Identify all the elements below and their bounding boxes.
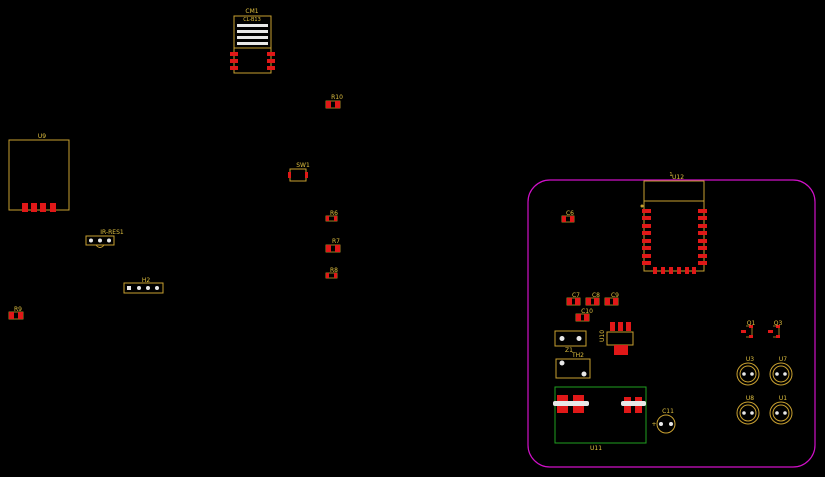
component-u12[interactable]: U12 1 bbox=[640, 172, 708, 274]
component-r10[interactable]: R10 bbox=[325, 94, 343, 109]
label-u11: U11 bbox=[590, 445, 602, 452]
label-u10: U10 bbox=[599, 330, 606, 342]
label-u9: U9 bbox=[38, 133, 46, 140]
label-r7: R7 bbox=[332, 238, 340, 245]
component-u8[interactable]: U8 bbox=[736, 395, 760, 425]
component-u7[interactable]: U7 bbox=[769, 356, 793, 386]
component-r7[interactable]: R7 bbox=[325, 238, 341, 253]
label-u12: U12 bbox=[672, 174, 684, 181]
component-th2[interactable]: TH2 bbox=[555, 352, 591, 379]
label-c8: C8 bbox=[592, 292, 600, 299]
component-r9[interactable]: R9 bbox=[8, 306, 24, 320]
label-r9: R9 bbox=[14, 306, 22, 313]
label-z1: Z1 bbox=[565, 347, 573, 354]
component-c10[interactable]: C10 bbox=[575, 308, 593, 322]
label-sw1: SW1 bbox=[296, 162, 310, 169]
component-c6[interactable]: C6 bbox=[561, 210, 575, 223]
board-outline bbox=[527, 179, 816, 468]
label-ir-res1: IR-RES1 bbox=[100, 229, 124, 236]
label-u3: U3 bbox=[746, 356, 754, 363]
component-u1[interactable]: U1 bbox=[769, 395, 793, 425]
component-c9[interactable]: C9 bbox=[604, 292, 619, 306]
component-u11[interactable]: U11 bbox=[553, 386, 647, 452]
label-th2: TH2 bbox=[571, 352, 584, 359]
label-q1: Q1 bbox=[747, 320, 756, 327]
u12-bottom-pads bbox=[653, 267, 696, 274]
label-c9: C9 bbox=[611, 292, 619, 299]
component-r6[interactable]: R6 bbox=[325, 210, 338, 222]
label-r8: R8 bbox=[330, 267, 338, 274]
label-r6: R6 bbox=[330, 210, 338, 217]
component-ir-res1[interactable]: IR-RES1 bbox=[85, 229, 124, 248]
component-h2[interactable]: H2 bbox=[123, 277, 164, 294]
component-z1[interactable]: Z1 bbox=[554, 330, 587, 354]
u12-right-pads bbox=[698, 209, 707, 265]
component-c11[interactable]: C11 + bbox=[651, 408, 676, 434]
component-r8[interactable]: R8 bbox=[325, 267, 338, 279]
component-cm1[interactable]: CM1 CL-B13 bbox=[230, 8, 275, 74]
label-u1: U1 bbox=[779, 395, 787, 402]
label-u12-pin1: 1 bbox=[669, 172, 672, 178]
component-q3[interactable]: Q3 bbox=[768, 320, 782, 338]
label-c10: C10 bbox=[581, 308, 593, 315]
component-u3[interactable]: U3 bbox=[736, 356, 760, 386]
label-c6: C6 bbox=[566, 210, 574, 217]
label-cm1: CM1 bbox=[245, 8, 258, 15]
label-r10: R10 bbox=[331, 94, 343, 101]
label-q3: Q3 bbox=[774, 320, 783, 327]
component-u9[interactable]: U9 bbox=[8, 133, 70, 212]
label-c11-polarity: + bbox=[651, 421, 656, 428]
component-sw1[interactable]: SW1 bbox=[288, 162, 310, 182]
label-h2: H2 bbox=[142, 277, 151, 284]
component-q1[interactable]: Q1 bbox=[741, 320, 755, 338]
label-c7: C7 bbox=[572, 292, 580, 299]
label-u8: U8 bbox=[746, 395, 754, 402]
component-u10[interactable]: U10 bbox=[599, 322, 634, 355]
label-cm1-sub: CL-B13 bbox=[243, 17, 261, 23]
u12-left-pads bbox=[642, 209, 651, 265]
component-c8[interactable]: C8 bbox=[585, 292, 600, 306]
component-c7[interactable]: C7 bbox=[566, 292, 581, 306]
label-c11: C11 bbox=[662, 408, 674, 415]
label-u7: U7 bbox=[779, 356, 787, 363]
